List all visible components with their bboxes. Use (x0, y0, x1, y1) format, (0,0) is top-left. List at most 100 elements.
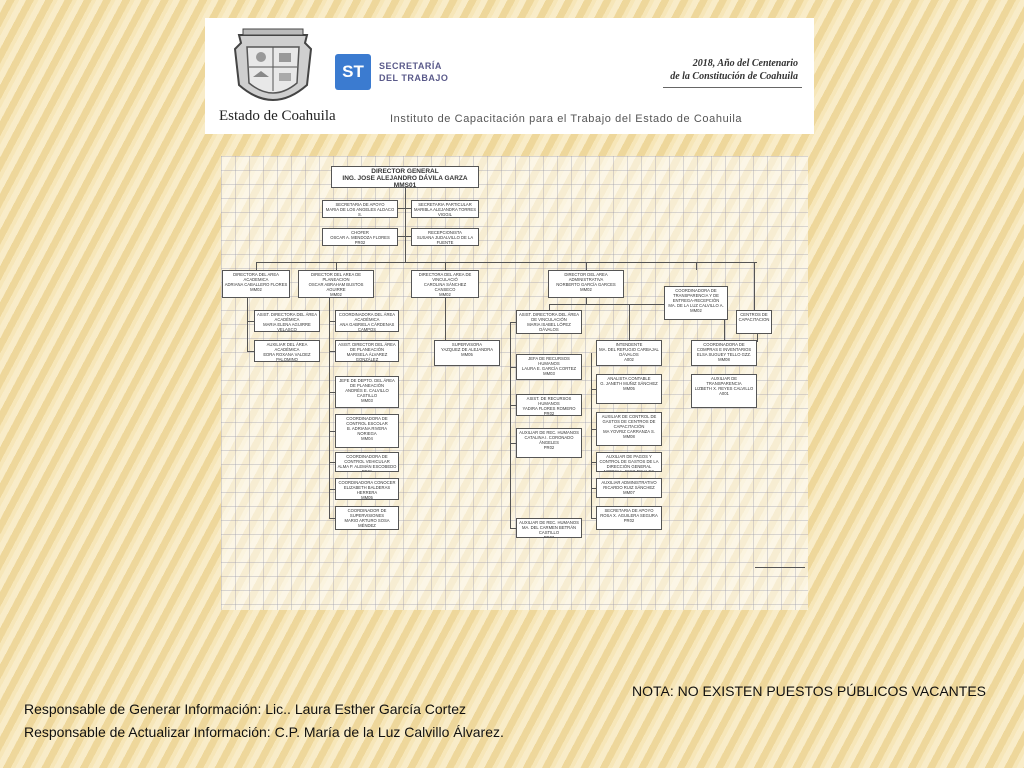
org-node-code: MM02 (250, 287, 262, 292)
org-node-person: MA. DEL CARMEN BETRÁN CASTILLO (521, 525, 577, 535)
org-node-title: DIRECTORA DEL AREA ACADEMICA (233, 272, 279, 282)
org-node-person: MARISELA ÁLVAREZ GONZÁLEZ (346, 352, 388, 362)
st-logo-icon: ST (335, 54, 371, 90)
org-node-person: LAURA E. GARCÍA CORTEZ (521, 366, 577, 371)
org-node-code: MM05 (461, 352, 473, 357)
state-name: Estado de Coahuila (219, 108, 336, 124)
connector-line (336, 262, 337, 270)
org-node-person: YAZQUEZ DE ALEJANDRA (440, 347, 494, 352)
org-node-title: DIRECTOR DEL AREA ADMINISTRATIVA (564, 272, 608, 282)
connector-line (510, 528, 516, 529)
connector-line (329, 351, 335, 352)
connector-line (329, 392, 335, 393)
org-node-person: CATALINA I. CORONADO ÁNGELES (524, 435, 574, 445)
org-node-person: CAROLINA SÁNCHEZ CANSECO (423, 282, 467, 292)
org-node-code: PR02 (518, 332, 580, 333)
connector-line (754, 262, 755, 310)
org-node-person: OSCAR A. MENDOZA FLORES (330, 235, 390, 240)
org-node-title: DIRECTOR GENERAL (371, 168, 439, 175)
connector-line (510, 443, 516, 444)
connector-line (591, 462, 596, 463)
org-node-title: SECRETARIA PARTICULAR (418, 202, 472, 207)
org-node-person: MA. DE LA LUZ CALVILLO A. (668, 303, 724, 308)
org-node-person: SUSANA JUDALVILLO DE LA FUENTE (416, 235, 474, 245)
legend-line (755, 567, 805, 568)
org-node-title: SECRETARIA DE APOYO (604, 508, 654, 513)
connector-line (329, 518, 335, 519)
org-node-code: MM08 (718, 357, 730, 362)
org-node-title: AUXILIAR DE REC. HUMANOS (519, 520, 579, 525)
org-node-person: MARIO ARTURO SOSA MÉNDEZ (344, 518, 390, 528)
connector-line (591, 429, 596, 430)
org-node: COORDINADORA DE TRANSPARENCIA Y DE ENTRE… (664, 286, 728, 320)
org-node-title: ASIST. DE RECURSOS HUMANOS (526, 396, 572, 406)
org-node-code: MM04 (361, 436, 373, 441)
org-node-title: COORDINADORA DE CONTROL ESCOLAR (346, 416, 388, 426)
org-node-person: MARIA ISABEL LÓPEZ DÁVALOS (527, 322, 571, 332)
coahuila-coat-of-arms-icon (233, 28, 313, 101)
connector-line (398, 208, 411, 209)
org-node-title: COORDINADORA DE TRANSPARENCIA Y DE ENTRE… (672, 288, 720, 303)
org-node-title: DIRECTOR DEL AREA DE PLANEACION (310, 272, 362, 282)
org-node-person: ANA GABRIELA CÁRDENAS CAMPOS (339, 322, 395, 332)
connector-line (591, 518, 596, 519)
org-node-code: PR02 (354, 240, 366, 245)
org-node-code: MM02 (580, 287, 592, 292)
org-node-title: JEFA DE RECURSOS HUMANOS (528, 356, 570, 366)
org-node-code: MM02 (439, 292, 451, 297)
org-node-code: MM03 (413, 217, 477, 218)
hr-branch-line (510, 322, 511, 528)
connector-line (329, 489, 335, 490)
connector-line (591, 389, 596, 390)
org-node-title: AUXILIAR ADMINISTRATIVO (601, 480, 657, 485)
org-node-person: ROSA X. AGUILERA SEGURA (600, 513, 658, 518)
connector-line (510, 367, 516, 368)
org-node-person: OSCAR ABRAHAM BUSTOS AGUIRRE (308, 282, 364, 292)
connector-line (510, 405, 516, 406)
org-node-person: G. JANETH MUÑIZ SÁNCHEZ (600, 381, 658, 386)
org-node-code: PR01 (361, 469, 373, 472)
org-node-person: MA YOVRIZ CARRANZA S. (603, 429, 655, 434)
connector-line (329, 431, 335, 432)
org-node: AUXILIAR DE CONTROL DE GASTOS DE CENTROS… (596, 412, 662, 446)
org-node-title: SECRETARIA DE APOYO (335, 202, 385, 207)
responsible-update: Responsable de Actualizar Información: C… (24, 724, 504, 740)
header-divider (663, 87, 802, 88)
org-node-code: A001 (719, 391, 729, 396)
responsible-generate: Responsable de Generar Información: Lic.… (24, 701, 466, 717)
org-node-person: NORMA L. RICO FINALES (603, 469, 655, 472)
org-node-title: COORDINADORA DEL ÁREA ACADÉMICA (338, 312, 396, 322)
org-node-person: ING. JOSE ALEJANDRO DÁVILA GARZA (342, 175, 468, 182)
st-logo-line2: DEL TRABAJO (379, 73, 449, 83)
org-node-code: PR02 (543, 445, 555, 450)
org-node-code: MMS01 (393, 182, 417, 188)
connector-line (247, 321, 254, 322)
org-node: AUXILIAR DE PAGOS Y CONTROL DE GASTOS DE… (596, 452, 662, 472)
st-logo-line1: SECRETARÍA (379, 61, 442, 71)
org-node-person: ANDRÉS E. CALVILLO CASTILLO (345, 388, 389, 398)
connector-line (549, 304, 550, 310)
connector-line (510, 322, 516, 323)
connector-line (696, 262, 697, 270)
org-node-code: MM02 (330, 292, 342, 297)
org-node-title: COORDINADORA CONOCER (338, 480, 396, 485)
org-node-title: COORDINADOR DE SUPERVISIONES (347, 508, 387, 518)
org-node-person: EDRA ROXANA VALDEZ PALOMINO (263, 352, 311, 362)
accounting-branch-line (591, 353, 592, 518)
director-bus-line (256, 262, 757, 263)
